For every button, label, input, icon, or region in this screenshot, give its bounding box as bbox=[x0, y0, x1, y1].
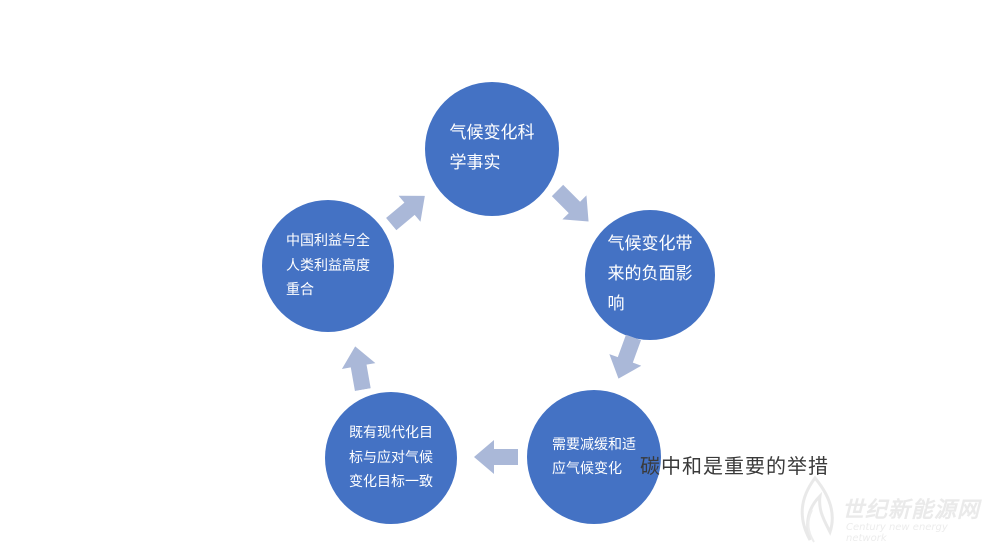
arrow-fact-to-impact bbox=[545, 178, 600, 233]
arrow-interest-to-fact bbox=[380, 183, 436, 237]
node-label: 既有现代化目 标与应对气候 变化目标一致 bbox=[349, 425, 433, 491]
node-label: 气候变化带 来的负面影 响 bbox=[607, 234, 693, 314]
node-label: 中国利益与全 人类利益高度 重合 bbox=[286, 233, 370, 299]
node-negative-impact: 气候变化带 来的负面影 响 bbox=[585, 210, 715, 340]
node-mitigation-adaptation: 需要减缓和适 应气候变化 bbox=[527, 390, 661, 524]
watermark-title: 世纪新能源网 bbox=[842, 498, 981, 523]
arrow-impact-to-mitigation bbox=[603, 332, 650, 385]
node-modernization-goals: 既有现代化目 标与应对气候 变化目标一致 bbox=[325, 392, 457, 524]
node-label: 气候变化科 学事实 bbox=[449, 123, 535, 173]
node-climate-science-fact: 气候变化科 学事实 bbox=[425, 82, 559, 216]
watermark-logo: 世纪新能源网 Century new energy network bbox=[790, 470, 990, 550]
arrow-goals-to-interest bbox=[338, 343, 379, 392]
watermark-subtitle: Century new energy network bbox=[846, 522, 948, 544]
node-label: 需要减缓和适 应气候变化 bbox=[552, 436, 636, 478]
arrow-mitigation-to-goals bbox=[474, 440, 518, 474]
flame-icon bbox=[800, 475, 834, 543]
annotation-text: 碳中和是重要的举措 bbox=[640, 454, 829, 478]
node-common-interest: 中国利益与全 人类利益高度 重合 bbox=[262, 200, 394, 332]
